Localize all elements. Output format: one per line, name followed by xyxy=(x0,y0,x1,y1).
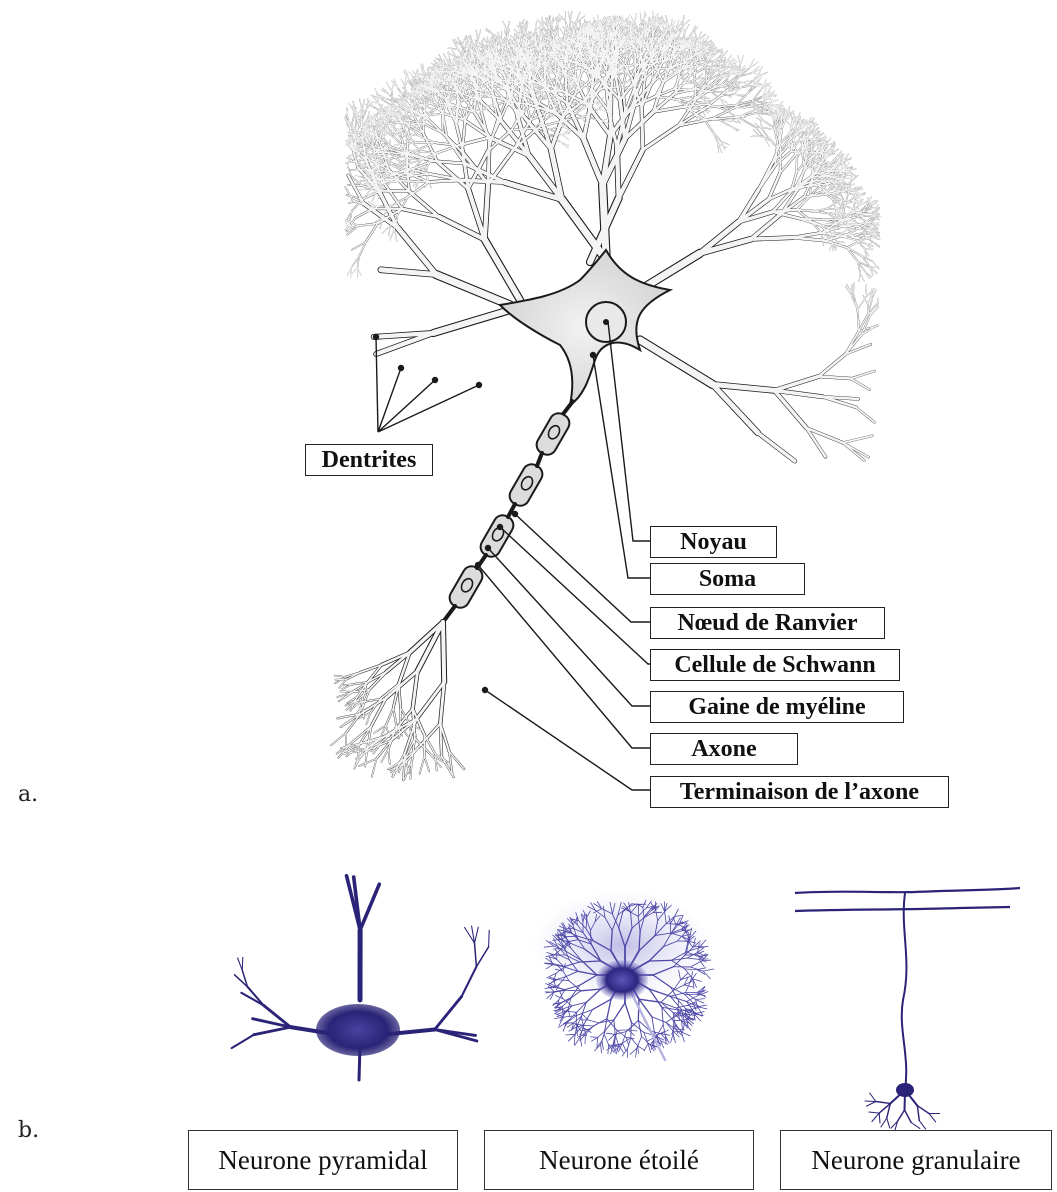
dendrite-branch-core xyxy=(569,11,573,22)
dendrite-branch-core xyxy=(558,13,566,22)
dendrite-branch-core xyxy=(581,136,606,188)
dendritic-tree xyxy=(344,10,881,464)
dendrite-branch-core xyxy=(567,11,571,22)
neuron-illustration xyxy=(330,10,881,791)
